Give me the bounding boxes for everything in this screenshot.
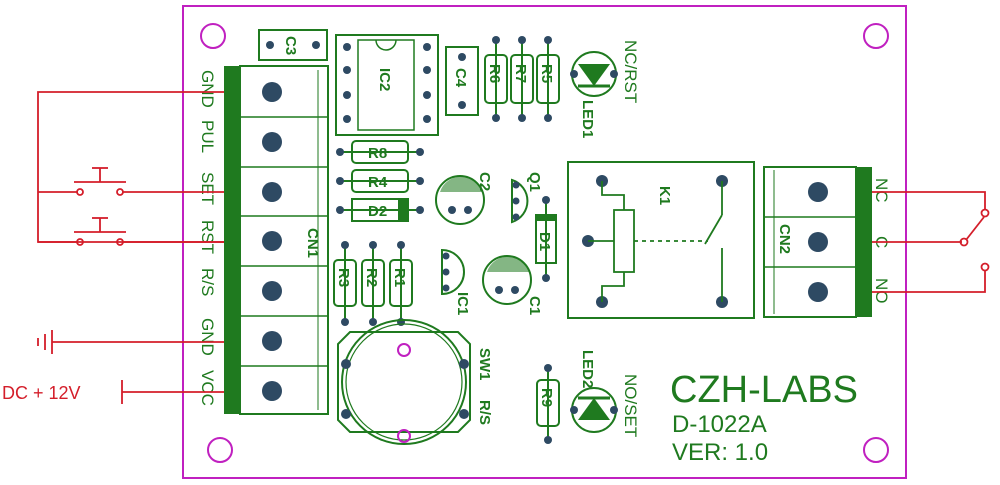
set-pushbutton-symbol [74, 167, 126, 196]
cn1-pin-2: PUL [198, 120, 217, 153]
svg-text:K1: K1 [656, 186, 673, 205]
cn2-screw-2 [808, 232, 828, 252]
svg-text:C2: C2 [476, 172, 493, 191]
r1-resistor: R1 [389, 241, 413, 326]
svg-text:R5: R5 [538, 64, 555, 83]
svg-text:D2: D2 [368, 203, 387, 220]
nc-rst-label: NC/RST [621, 40, 640, 103]
led2: LED2 [570, 350, 618, 433]
k1-relay: K1 [567, 161, 755, 319]
cn1-screw-5 [262, 281, 282, 301]
sw1-pushbutton: SW1 [337, 319, 493, 445]
svg-text:C1: C1 [526, 296, 543, 315]
c2-capacitor: C2 [435, 172, 493, 225]
cn2-screw-3 [808, 282, 828, 302]
cn1-pin-4: RST [198, 220, 217, 254]
cn2-label: CN2 [776, 224, 793, 254]
left-wiring: DC + 12V [2, 91, 224, 404]
svg-text:SW1: SW1 [476, 348, 493, 381]
svg-text:D1: D1 [536, 232, 553, 251]
svg-text:R2: R2 [363, 268, 380, 287]
svg-text:R6: R6 [486, 64, 503, 83]
svg-text:R9: R9 [538, 388, 555, 407]
cn1-screw-1 [262, 82, 282, 102]
version-label: VER: 1.0 [672, 439, 768, 466]
cn1-screw-3 [262, 182, 282, 202]
model-number: D-1022A [672, 411, 767, 438]
svg-text:LED2: LED2 [579, 350, 596, 388]
cn1-screw-7 [262, 381, 282, 401]
r9-resistor: R9 [536, 364, 560, 444]
cn2-screw-1 [808, 182, 828, 202]
svg-text:R7: R7 [512, 64, 529, 83]
r2-resistor: R2 [361, 241, 385, 326]
rst-pushbutton-symbol [74, 217, 224, 246]
svg-text:C4: C4 [452, 68, 469, 88]
cn1-pin-5: R/S [198, 268, 217, 296]
cn1-label: CN1 [304, 228, 321, 258]
c3-capacitor: C3 [258, 29, 328, 61]
mounting-hole-bl [207, 437, 233, 463]
rs-button-label: R/S [476, 400, 493, 425]
led1: LED1 [570, 51, 618, 138]
svg-text:LED1: LED1 [579, 100, 596, 138]
mounting-hole-tr [863, 23, 889, 49]
cn1-pin-7: VCC [198, 370, 217, 406]
cn1-pin-3: SET [198, 172, 217, 205]
svg-text:R3: R3 [335, 268, 352, 287]
mounting-hole-tl [200, 23, 226, 49]
cn2-pin-3: NO [872, 278, 891, 304]
cn2-pin-1: NC [872, 178, 891, 203]
svg-text:IC1: IC1 [454, 292, 471, 315]
svg-text:R8: R8 [368, 145, 387, 162]
d2-diode: D2 [336, 198, 424, 222]
svg-text:R4: R4 [368, 174, 388, 191]
cn1-screw-6 [262, 331, 282, 351]
no-set-label: NO/SET [621, 374, 640, 437]
cn1-connector: CN1 [224, 65, 329, 415]
right-wiring [872, 191, 990, 293]
cn2-connector: CN2 [763, 166, 872, 318]
r6-resistor: R6 [484, 36, 508, 122]
ic2-chip: IC2 [335, 34, 439, 136]
r8-resistor: R8 [336, 140, 424, 164]
c4-capacitor: C4 [445, 46, 479, 116]
q1-transistor: Q1 [511, 172, 543, 224]
cn1-pin-1: GND [198, 70, 217, 108]
svg-text:R1: R1 [391, 268, 408, 287]
svg-text:IC2: IC2 [376, 68, 393, 91]
ic1-regulator: IC1 [441, 248, 471, 315]
r5-resistor: R5 [536, 36, 560, 122]
cn1-pin-6: GND [198, 318, 217, 356]
r4-resistor: R4 [336, 169, 424, 193]
power-label: DC + 12V [2, 383, 81, 403]
cn1-screw-4 [262, 231, 282, 251]
ground-symbol [37, 330, 224, 354]
c1-capacitor: C1 [482, 255, 543, 315]
cn1-screw-2 [262, 132, 282, 152]
r3-resistor: R3 [333, 241, 357, 326]
r7-resistor: R7 [510, 36, 534, 122]
mounting-hole-br [863, 437, 889, 463]
svg-text:C3: C3 [282, 36, 299, 55]
d1-diode: D1 [535, 196, 557, 282]
brand-name: CZH-LABS [670, 369, 858, 411]
svg-text:Q1: Q1 [526, 172, 543, 192]
